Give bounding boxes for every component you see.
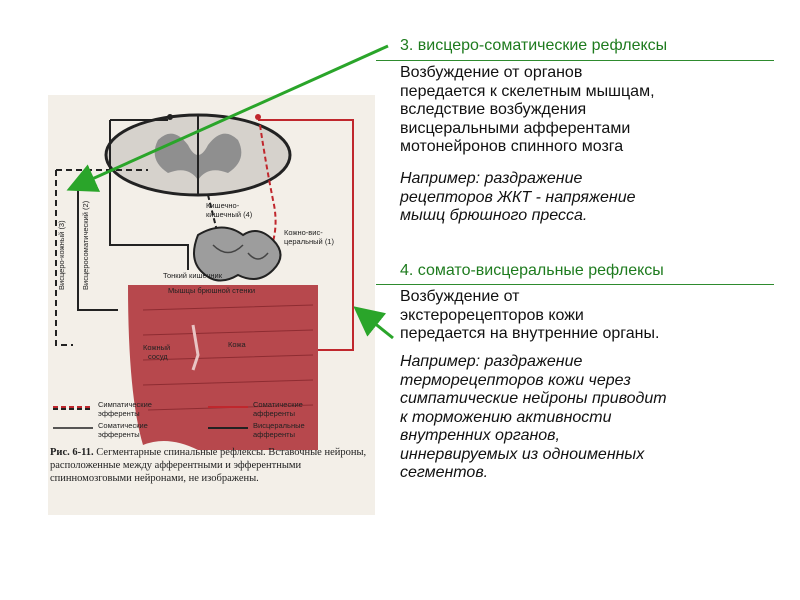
legend-sympathetic-2: эфференты [98, 409, 140, 418]
red-ganglion [255, 114, 261, 120]
section3-body: Возбуждение от органов передается к скел… [400, 64, 655, 155]
caption-text: Сегментарные спинальные рефлексы. Вставо… [50, 447, 367, 484]
small-intestine [193, 226, 282, 282]
label-viscero-somatic: Висцеросоматический (2) [81, 200, 90, 290]
reflex-diagram: Кишечно- кишечный (4) Кожно-вис- церальн… [48, 95, 375, 515]
label-skin-vessel-2: сосуд [148, 352, 168, 361]
legend-somatic-aff-2: афференты [253, 409, 295, 418]
figure-caption: Рис. 6-11. Сегментарные спинальные рефле… [50, 446, 372, 485]
reflex-diagram-svg: Кишечно- кишечный (4) Кожно-вис- церальн… [53, 113, 354, 450]
visceral-afferent-path [109, 120, 189, 270]
section3-example: Например: раздражение рецепторов ЖКТ - н… [400, 170, 636, 224]
legend-sympathetic-1: Симпатические [98, 400, 152, 409]
viscero-skin-path [55, 170, 73, 346]
label-abdominal-muscles: Мышцы брюшной стенки [168, 286, 255, 295]
section4-heading: 4. сомато-висцеральные рефлексы [400, 262, 664, 279]
label-skin-vessel-1: Кожный [143, 343, 170, 352]
legend-visceral-aff-1: Висцеральные [253, 421, 305, 430]
skin-visceral-path [259, 124, 277, 256]
arrow-to-somato-visceral [353, 306, 394, 340]
label-skin: Кожа [228, 340, 246, 349]
arrow-to-viscero-somatic [66, 44, 389, 192]
section4-divider [376, 284, 774, 285]
legend-somatic-eff-2: эфференты [98, 430, 140, 439]
section3-divider [376, 60, 774, 61]
skin-vessel [191, 324, 200, 371]
legend-somatic-aff-1: Соматические [253, 400, 303, 409]
label-intestinal-2: кишечный (4) [206, 210, 253, 219]
section4-body: Возбуждение от экстерорецепторов кожи пе… [400, 288, 660, 342]
viscero-somatic-path [77, 190, 118, 311]
somatic-afferent-path [258, 119, 354, 351]
black-ganglion [167, 114, 173, 120]
legend-visceral-aff-2: афференты [253, 430, 295, 439]
label-viscero-skin: Висцеро-кожный (3) [57, 220, 66, 290]
section4-example: Например: раздражение терморецепторов ко… [400, 353, 667, 481]
section3-heading: 3. висцеро-соматические рефлексы [400, 37, 668, 54]
label-intestinal-1: Кишечно- [206, 201, 240, 210]
legend-somatic-eff-1: Соматические [98, 421, 148, 430]
label-skin-visceral-1: Кожно-вис- [284, 228, 323, 237]
label-skin-visceral-2: церальный (1) [284, 237, 334, 246]
caption-label: Рис. 6-11. [50, 447, 94, 458]
label-small-intestine: Тонкий кишечник [163, 271, 223, 280]
